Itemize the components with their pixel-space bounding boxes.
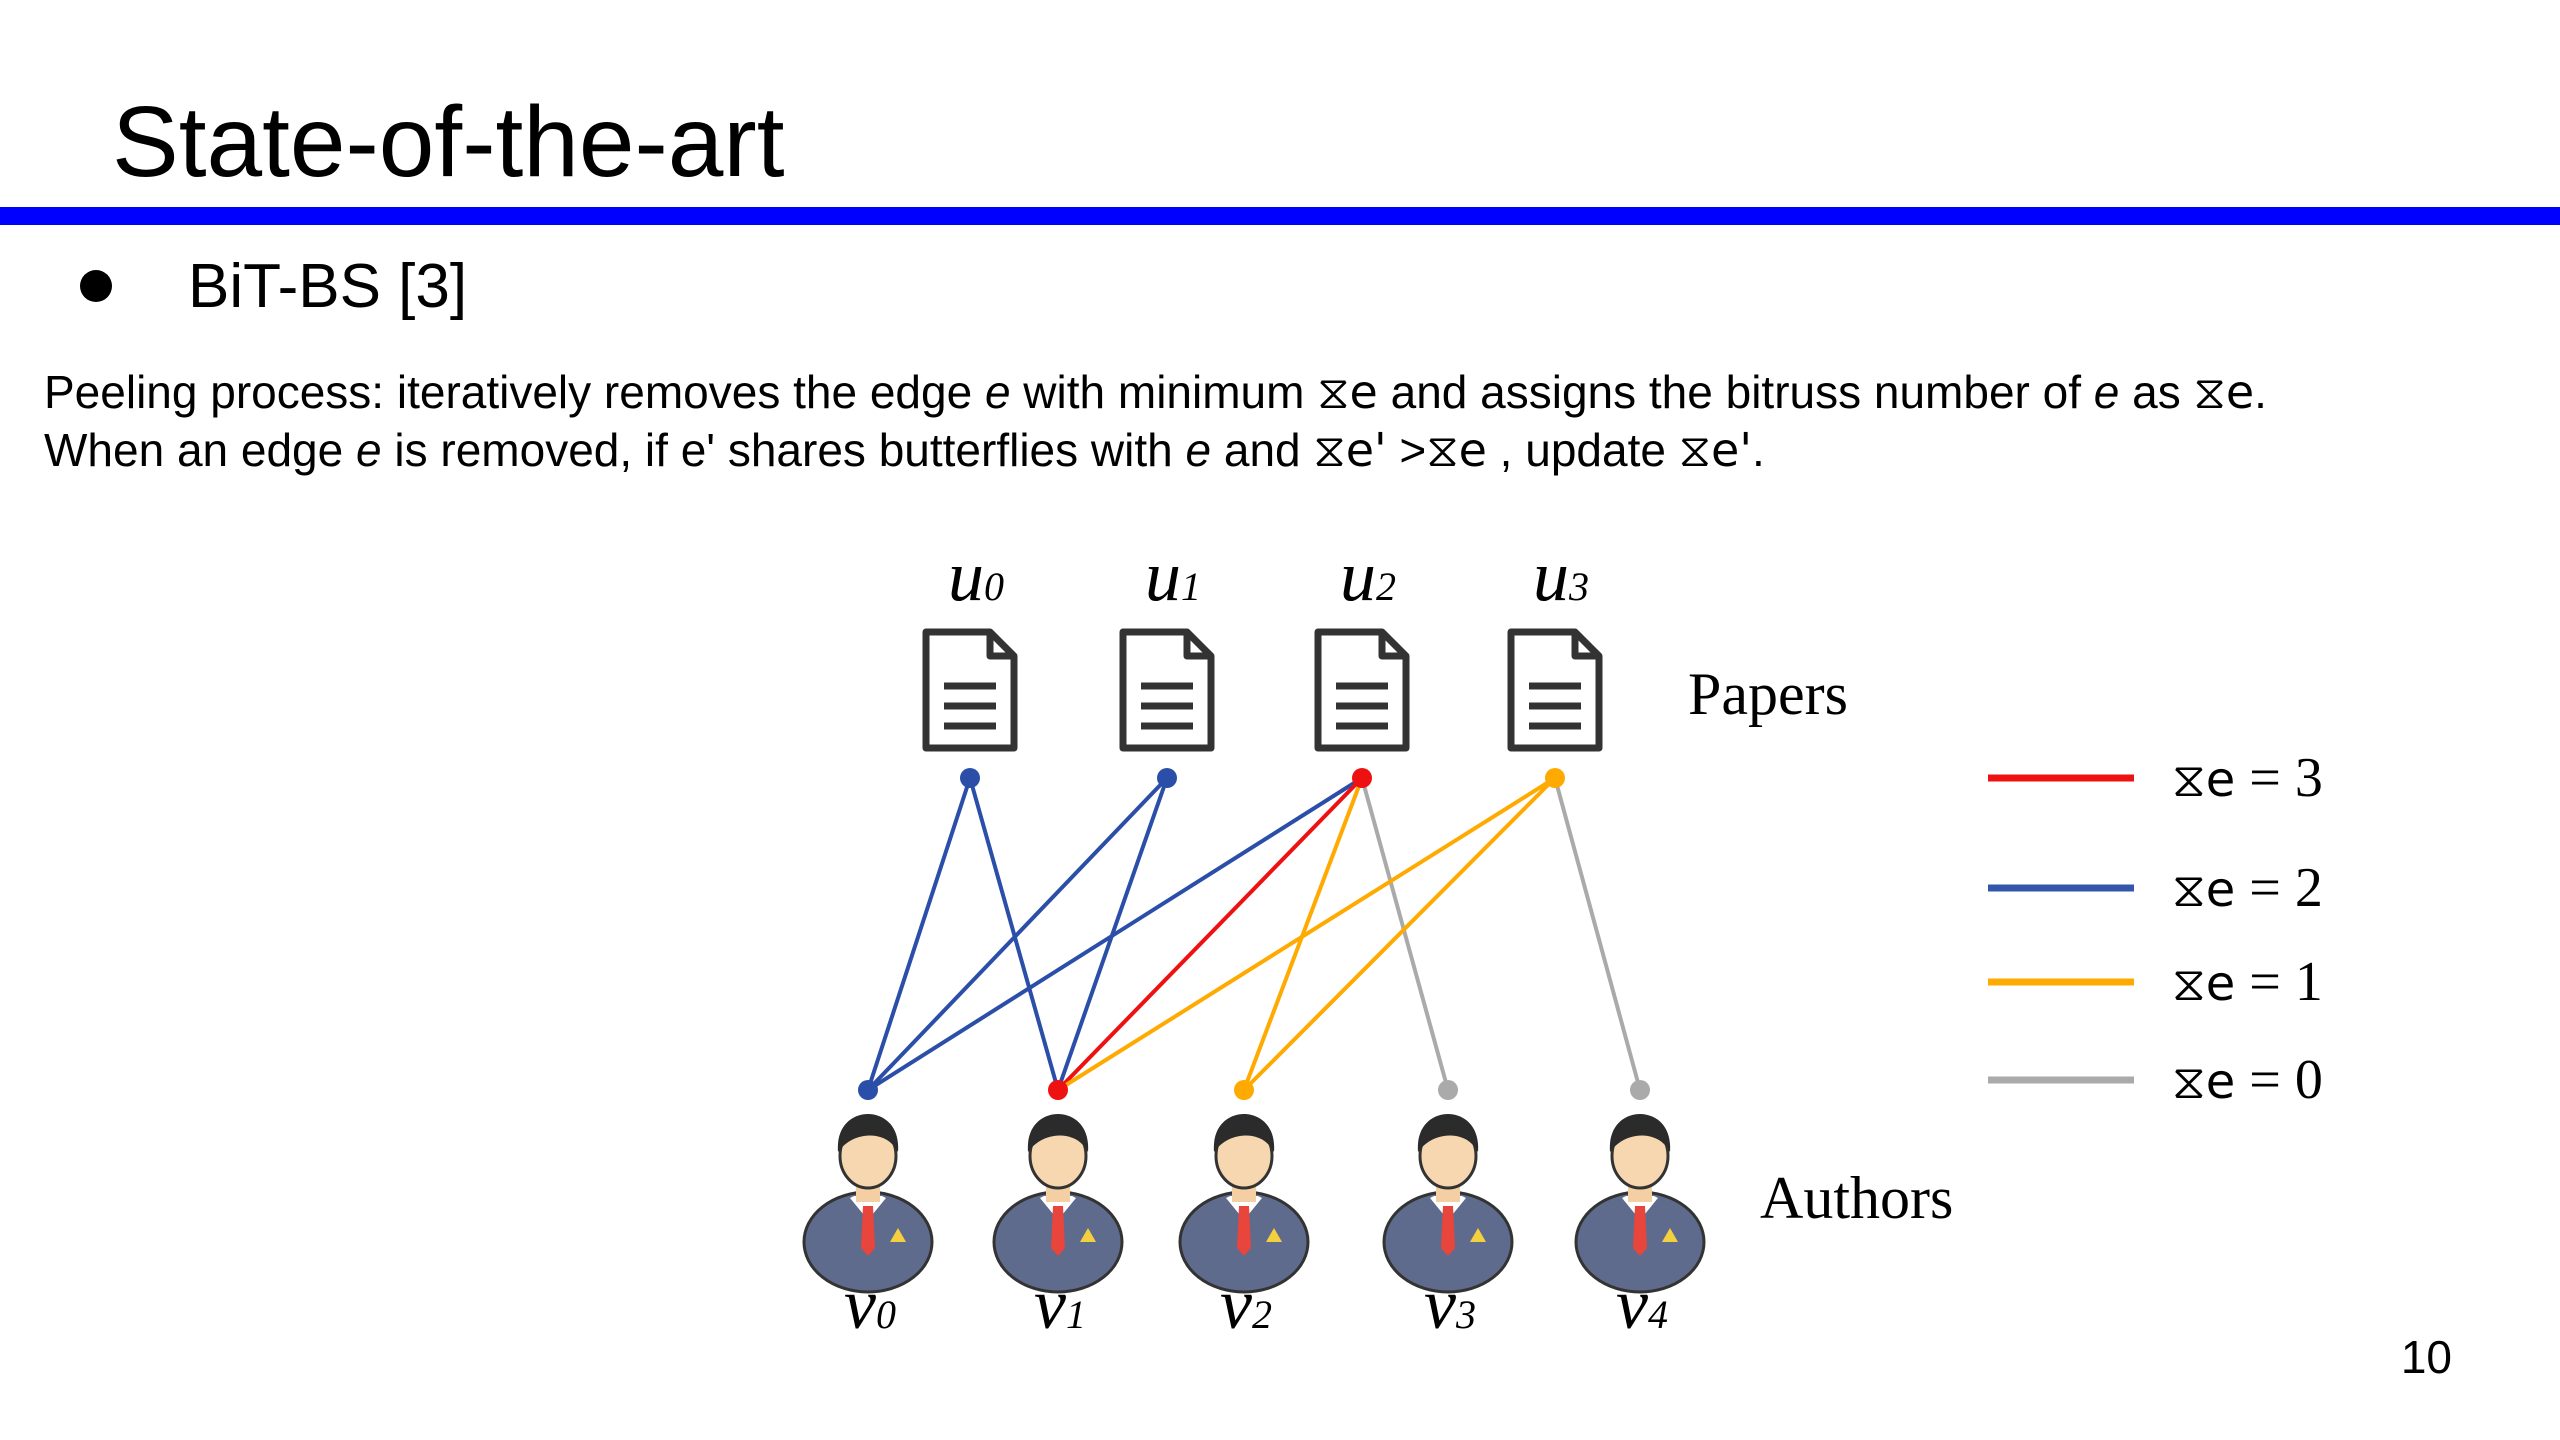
title-divider bbox=[0, 207, 2560, 225]
author-label-v1: v1 bbox=[1034, 1264, 1086, 1344]
desc2-bitruss-symbol-eprime-2: ⧖e' bbox=[1678, 423, 1752, 477]
paper-document-icon bbox=[1511, 632, 1599, 748]
edge-u3-v1 bbox=[1056, 776, 1557, 1092]
author-vertex-dot-v3 bbox=[1438, 1080, 1458, 1100]
author-label-v0: v0 bbox=[844, 1264, 896, 1344]
legend-label-truss-2: ⧖e = 2 bbox=[2172, 857, 2323, 919]
paper-vertex-dot-u1 bbox=[1157, 768, 1177, 788]
desc2-gt: > bbox=[1386, 424, 1427, 476]
edge-layer bbox=[866, 776, 1642, 1092]
desc2-text-c: and bbox=[1211, 424, 1314, 476]
legend-label-truss-1: ⧖e = 1 bbox=[2172, 951, 2323, 1013]
author-label-v4: v4 bbox=[1616, 1264, 1668, 1344]
paper-document-icon bbox=[1318, 632, 1406, 748]
author-layer: v0 v1 v2 v3 v4 bbox=[802, 1080, 1706, 1344]
desc1-text-b: with minimum bbox=[1010, 366, 1318, 418]
author-label-v2: v2 bbox=[1220, 1264, 1272, 1344]
paper-vertex-dot-u3 bbox=[1545, 768, 1565, 788]
legend-label-truss-0: ⧖e = 0 bbox=[2172, 1049, 2323, 1111]
author-vertex-dot-v0 bbox=[858, 1080, 878, 1100]
desc2-end: . bbox=[1751, 424, 1765, 476]
desc2-text-a: When an edge bbox=[44, 424, 357, 476]
description-line-1: Peeling process: iteratively removes the… bbox=[44, 362, 2267, 422]
edge-u3-v4 bbox=[1553, 777, 1642, 1091]
description-line-2: When an edge e is removed, if e' shares … bbox=[44, 420, 1765, 480]
author-vertex-dot-v1 bbox=[1048, 1080, 1068, 1100]
edge-u2-v1 bbox=[1056, 776, 1364, 1092]
authors-group-label: Authors bbox=[1760, 1165, 1953, 1231]
edge-u0-v1 bbox=[968, 777, 1060, 1091]
edge-u2-v3 bbox=[1360, 777, 1450, 1091]
desc1-end: . bbox=[2254, 366, 2267, 418]
legend-label-truss-3: ⧖e = 3 bbox=[2172, 747, 2323, 809]
desc1-bitruss-symbol: ⧖e bbox=[1317, 365, 1378, 419]
desc2-bitruss-symbol-e: ⧖e bbox=[1426, 423, 1487, 477]
paper-document-icon bbox=[926, 632, 1014, 748]
slide-title: State-of-the-art bbox=[112, 86, 785, 198]
desc2-bitruss-symbol-eprime: ⧖e' bbox=[1313, 423, 1387, 477]
paper-document-icon bbox=[1123, 632, 1211, 748]
edge-u0-v0 bbox=[866, 777, 972, 1091]
desc2-edge-e: e bbox=[356, 424, 382, 476]
edge-u2-v0 bbox=[866, 776, 1364, 1092]
bullet-item: BiT-BS [3] bbox=[80, 246, 467, 326]
desc2-text-d: , update bbox=[1486, 424, 1679, 476]
paper-label-u3: u3 bbox=[1533, 536, 1589, 616]
desc2-edge-e2: e bbox=[1185, 424, 1212, 476]
paper-label-u1: u1 bbox=[1145, 536, 1201, 616]
author-vertex-dot-v2 bbox=[1234, 1080, 1254, 1100]
desc1-edge-e2: e bbox=[2093, 366, 2120, 418]
desc1-bitruss-symbol-2: ⧖e bbox=[2193, 365, 2255, 419]
legend: ⧖e = 3 ⧖e = 2 ⧖e = 1 ⧖e = 0 bbox=[1988, 747, 2323, 1111]
desc1-text-d: as bbox=[2119, 366, 2194, 418]
desc1-text-a: Peeling process: iteratively removes the… bbox=[44, 366, 985, 418]
edge-u3-v2 bbox=[1242, 776, 1557, 1092]
paper-label-u0: u0 bbox=[948, 536, 1004, 616]
papers-group-label: Papers bbox=[1688, 661, 1848, 727]
edge-u1-v0 bbox=[866, 776, 1169, 1092]
page-number: 10 bbox=[2400, 1331, 2452, 1383]
author-vertex-dot-v4 bbox=[1630, 1080, 1650, 1100]
paper-vertex-dot-u0 bbox=[960, 768, 980, 788]
author-label-v3: v3 bbox=[1424, 1264, 1476, 1344]
desc1-text-c: and assigns the bitruss number of bbox=[1377, 366, 2094, 418]
desc1-edge-e: e bbox=[984, 366, 1011, 418]
bullet-dot-icon bbox=[80, 270, 112, 302]
paper-vertex-dot-u2 bbox=[1352, 768, 1372, 788]
desc2-text-b: is removed, if e' shares butterflies wit… bbox=[381, 424, 1186, 476]
bullet-text: BiT-BS [3] bbox=[188, 251, 468, 321]
paper-label-u2: u2 bbox=[1340, 536, 1396, 616]
paper-layer: u0 u1 u2 u3 bbox=[926, 536, 1599, 788]
